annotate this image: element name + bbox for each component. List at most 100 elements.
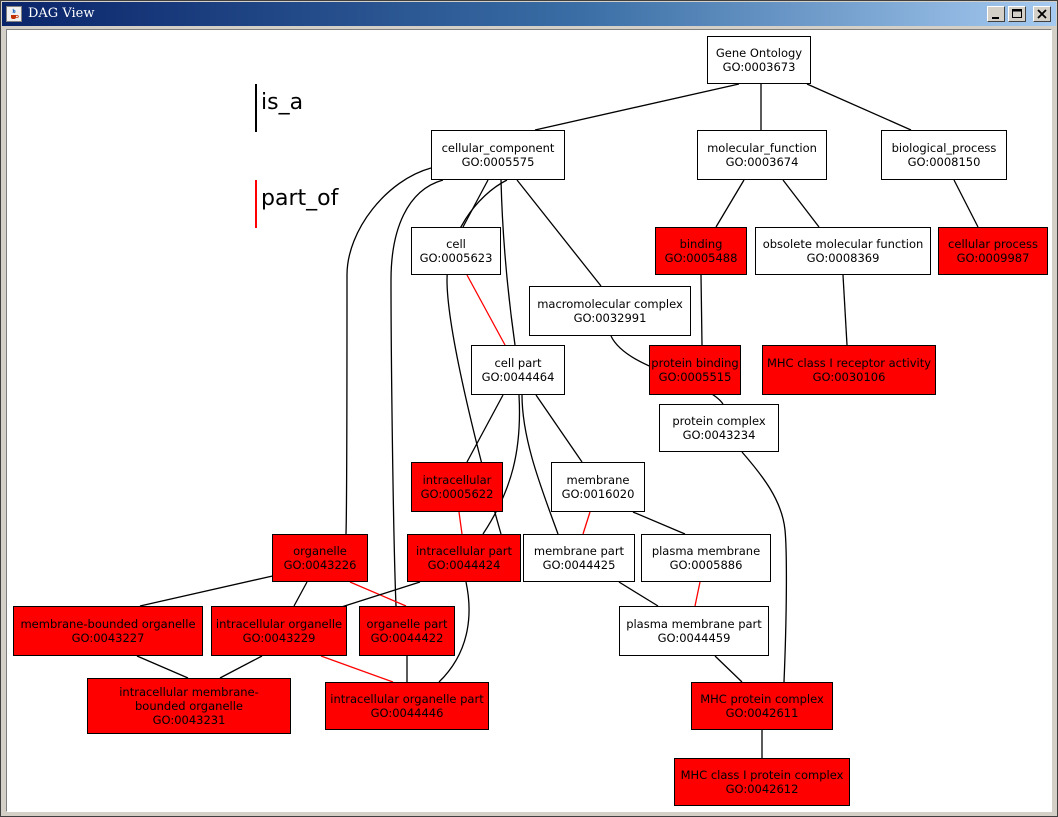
edge-is-a-n44424-n44464 <box>482 394 521 535</box>
edge-is-a-n43226-n5575 <box>345 167 432 535</box>
go-term-id: GO:0044459 <box>657 631 731 645</box>
edge-is-a-n43231-n43229 <box>219 655 263 679</box>
go-term-id: GO:0032991 <box>573 311 647 325</box>
go-term-name: macromolecular complex <box>537 297 683 311</box>
go-term-name: obsolete molecular function <box>762 237 924 251</box>
edge-is-a-n5623-n5575 <box>462 179 489 228</box>
go-term-name: organelle part <box>366 617 448 631</box>
go-term-id: GO:0043227 <box>71 631 145 645</box>
go-term-id: GO:0043226 <box>283 558 357 572</box>
go-term-name: cell <box>446 237 466 251</box>
go-term-name: cellular_component <box>441 141 555 155</box>
go-node-go-0043231[interactable]: intracellular membrane-bounded organelle… <box>87 678 291 734</box>
edge-is-a-n42611-n44459 <box>714 655 743 683</box>
go-term-id: GO:0044446 <box>370 706 444 720</box>
go-term-id: GO:0044422 <box>370 631 444 645</box>
go-term-id: GO:0008369 <box>806 251 880 265</box>
go-term-id: GO:0005623 <box>419 251 493 265</box>
go-term-id: GO:0043234 <box>682 428 756 442</box>
edge-is-a-n44424-n5575 <box>446 179 508 535</box>
go-term-id: GO:0044425 <box>542 558 616 572</box>
go-term-id: GO:0005886 <box>669 558 743 572</box>
legend-is-a-label: is_a <box>261 90 304 115</box>
go-term-id: GO:0043231 <box>152 713 226 727</box>
go-term-name: cellular process <box>948 237 1038 251</box>
go-term-id: GO:0008150 <box>907 155 981 169</box>
title-bar[interactable]: DAG View <box>2 2 1056 26</box>
go-term-id: GO:0009987 <box>956 251 1030 265</box>
maximize-button[interactable] <box>1008 6 1026 22</box>
edge-is-a-n42611-n43234 <box>741 451 788 683</box>
go-term-id: GO:0030106 <box>812 370 886 384</box>
edge-is-a-n43229-n44424 <box>331 581 421 611</box>
edges-layer <box>136 83 979 758</box>
go-term-id: GO:0016020 <box>561 487 635 501</box>
edge-is-a-n44425-n44464 <box>521 394 559 535</box>
edge-is-a-n5488-n3674 <box>715 179 745 228</box>
minimize-button[interactable] <box>987 6 1005 22</box>
edge-is-a-n5886-n16020 <box>632 511 686 535</box>
go-term-name: binding <box>679 237 723 251</box>
go-term-name: Gene Ontology <box>715 46 803 60</box>
edge-is-a-n32991-n5575 <box>516 179 602 287</box>
edge-part-of-n44446-n43229 <box>320 655 394 683</box>
go-term-name: plasma membrane <box>651 544 761 558</box>
edge-is-a-n43227-n43226 <box>139 574 278 607</box>
go-term-name: cell part <box>494 356 542 370</box>
go-term-name: intracellular organelle <box>215 617 343 631</box>
go-term-id: GO:0005515 <box>658 370 732 384</box>
edge-is-a-n8150-n3673 <box>806 83 912 131</box>
edge-is-a-n44459-n44425 <box>618 581 659 607</box>
go-term-name: membrane-bounded organelle <box>20 617 196 631</box>
go-term-name: intracellular part <box>415 544 513 558</box>
go-term-name: molecular_function <box>707 141 817 155</box>
edge-part-of-n44422-n43226 <box>349 581 407 607</box>
close-icon <box>1037 9 1047 19</box>
minimize-icon <box>992 17 999 19</box>
legend-part-of-label: part_of <box>261 186 339 211</box>
edge-is-a-n44464-n5575 <box>500 179 516 346</box>
go-term-name: intracellular <box>422 473 492 487</box>
go-term-id: GO:0042611 <box>725 706 799 720</box>
go-term-name: plasma membrane part <box>626 617 762 631</box>
close-button[interactable] <box>1033 6 1051 22</box>
java-app-icon[interactable] <box>6 6 22 22</box>
edge-is-a-n5622-n44464 <box>466 394 504 463</box>
go-term-id: GO:0003674 <box>725 155 799 169</box>
go-term-id: GO:0003673 <box>722 60 796 74</box>
go-term-name: membrane <box>566 473 630 487</box>
go-term-name: organelle <box>293 544 347 558</box>
edge-is-a-n16020-n44464 <box>535 394 583 463</box>
go-term-id: GO:0044464 <box>481 370 555 384</box>
go-term-name: intracellular organelle part <box>330 692 484 706</box>
legend-part-of-swatch <box>255 180 257 228</box>
go-term-name: MHC class I receptor activity <box>766 356 932 370</box>
